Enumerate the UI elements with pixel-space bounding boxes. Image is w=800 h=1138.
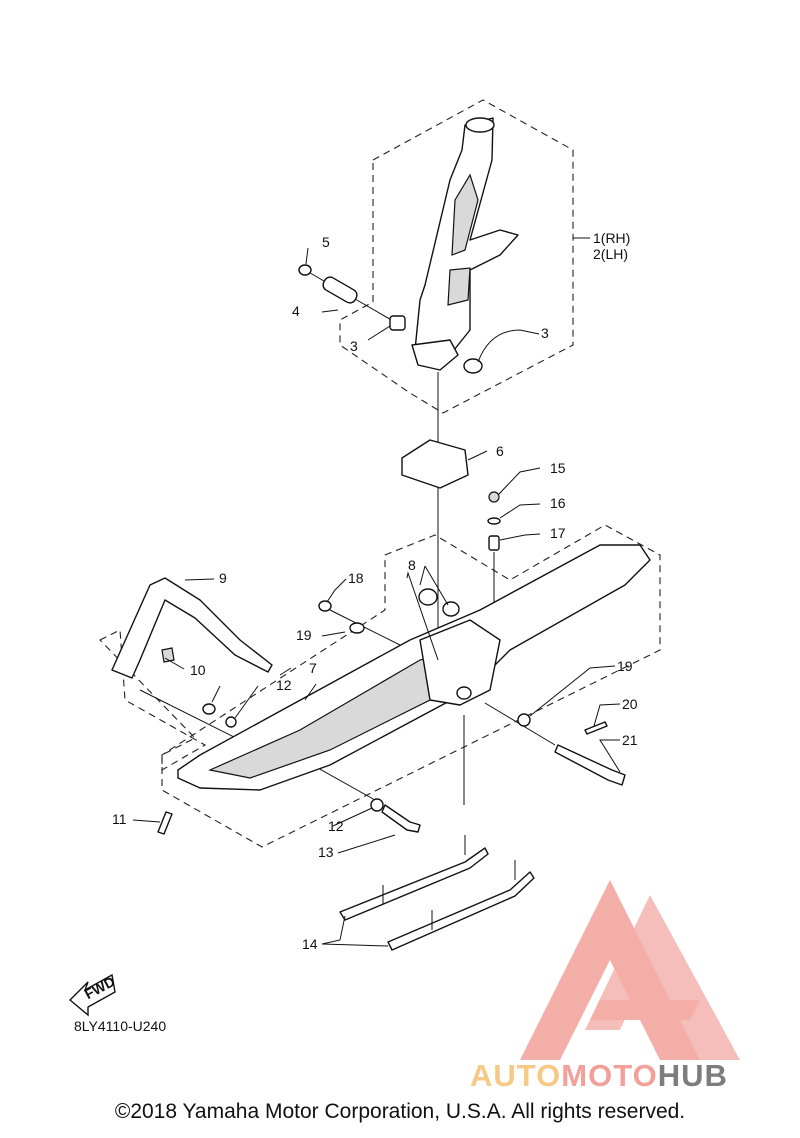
- bolt-21: [554, 744, 626, 786]
- callout-12-bottom: 12: [328, 818, 344, 834]
- callout-15: 15: [550, 460, 566, 476]
- callout-19-left: 19: [296, 627, 312, 643]
- nut-5: [298, 264, 312, 276]
- cotter-pin-20: [584, 721, 608, 735]
- ski-pad-6: [401, 439, 469, 489]
- bushing-3-right: [463, 358, 483, 374]
- callout-1: 1(RH): [593, 230, 630, 246]
- callout-14: 14: [302, 936, 318, 952]
- brand-hub: HUB: [657, 1058, 728, 1093]
- callout-11: 11: [112, 811, 127, 827]
- washer-12b: [225, 716, 237, 728]
- callout-8: 8: [408, 557, 416, 573]
- bolt-11: [157, 811, 173, 835]
- fwd-arrow-icon: FWD: [68, 973, 117, 1017]
- nut-18: [318, 600, 332, 612]
- leader-lines: [132, 237, 621, 947]
- washer-19b: [517, 713, 531, 727]
- callout-6: 6: [496, 443, 504, 459]
- bushing-3-left: [389, 315, 406, 331]
- callout-18: 18: [348, 570, 364, 586]
- ski-handle-9: [111, 577, 273, 679]
- callout-2: 2(LH): [593, 246, 628, 262]
- callout-19-right: 19: [617, 658, 633, 674]
- automotohub-logo: [520, 880, 740, 1060]
- callout-3-left: 3: [350, 338, 358, 354]
- callout-16: 16: [550, 495, 566, 511]
- washer-19a: [349, 622, 365, 634]
- brand-moto: MOTO: [561, 1058, 658, 1093]
- washer-12c: [370, 798, 384, 812]
- callout-10: 10: [190, 662, 206, 678]
- runner-studs: [382, 835, 516, 930]
- collar-17: [488, 535, 500, 551]
- bushing-8b: [442, 601, 460, 617]
- spindle-group-box: [339, 99, 574, 414]
- nut-12a: [202, 703, 216, 715]
- ski-group-box: [161, 524, 661, 848]
- callout-9: 9: [219, 570, 227, 586]
- bushing-8a: [418, 588, 438, 606]
- ski-runner-14-front: [387, 871, 535, 951]
- brand-auto: AUTO: [470, 1058, 562, 1093]
- callout-12-top: 12: [276, 677, 292, 693]
- ski-part: [177, 544, 651, 791]
- callout-4: 4: [292, 303, 300, 319]
- spindle-part: [411, 117, 519, 371]
- bolt-13: [381, 804, 421, 833]
- callout-20: 20: [622, 696, 638, 712]
- axis-line-19: [329, 609, 411, 651]
- shaft-4: [322, 276, 358, 304]
- washer-16: [487, 517, 501, 525]
- copyright-notice: ©2018 Yamaha Motor Corporation, U.S.A. A…: [114, 1100, 686, 1123]
- callout-17: 17: [550, 525, 566, 541]
- callout-7: 7: [309, 660, 317, 676]
- callout-5: 5: [322, 234, 330, 250]
- nut-15: [488, 491, 500, 503]
- callout-13: 13: [318, 844, 334, 860]
- callout-21: 21: [622, 732, 638, 748]
- handle-group-box: [99, 629, 207, 771]
- drawing-code: 8LY4110-U240: [74, 1018, 166, 1034]
- ski-runner-14-rear: [339, 847, 489, 921]
- automotohub-wordmark: AUTOMOTOHUB: [470, 1058, 728, 1094]
- callout-3-right: 3: [541, 325, 549, 341]
